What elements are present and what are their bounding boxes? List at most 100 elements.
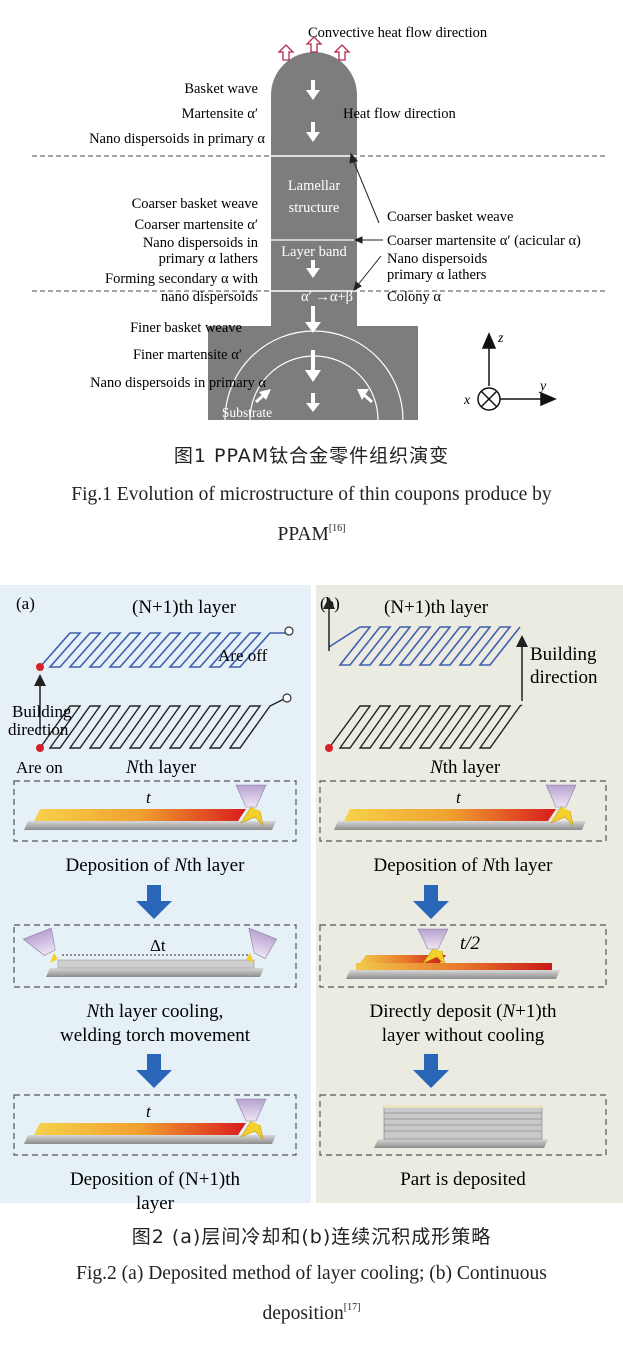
panel-b-step2-plate [346,970,560,979]
panel-b-building-1: Building [530,644,597,665]
panel-b-background [316,585,623,1203]
panel-a-building-2: direction [8,720,69,739]
panel-a-step1-bead [34,809,246,821]
panel-a-black-path [39,698,285,749]
panel-b-step2-text-2: layer without cooling [382,1025,545,1046]
panel-b-step2-torch-icon [417,928,449,966]
fig2-caption-deposition: deposition [262,1303,344,1324]
label-nano-mid-1: Nano dispersoids in [143,235,259,251]
panel-a-step2-text-1: Nth layer cooling, [86,1001,224,1022]
panel-b-step1-bead [344,809,556,821]
panel-a-step3-box [13,1094,297,1156]
label-coarser-basket: Coarser basket weave [132,196,258,212]
panel-b-step1-plate [334,821,586,830]
fig2-caption-en-line2: deposition[17] [0,1291,623,1331]
lamellar-label-2: structure [289,200,340,216]
panel-a-step3-plate [24,1135,276,1144]
fig1-caption-en-line2: PPAM[16] [0,512,623,552]
panel-a-black-start-dot [36,744,44,752]
label-finer-martensite: Finer martensite α′ [133,347,242,363]
fig1-caption-en-line1: Fig.1 Evolution of microstructure of thi… [71,484,552,505]
right-coarser-martensite: Coarser martensite α′ (acicular α) [387,233,581,249]
fig1-caption-cn: 图1 PPAM钛合金零件组织演变 [173,445,450,467]
panel-b-black-path [328,704,523,749]
label-forming-1: Forming secondary α with [105,271,259,287]
fig1-caption-ppam: PPAM [277,524,329,545]
panel-a-step3-t: t [146,1102,152,1121]
fig2-caption-cn: 图2 (a)层间冷却和(b)连续沉积成形策略 [131,1226,492,1248]
panel-a-step3-text-1: Deposition of (N+1)th [70,1169,241,1190]
panel-b-step2-t: t/2 [460,933,481,954]
panel-a-black-end-dot [282,693,292,703]
panel-a-step2-bead [57,959,255,969]
axis-z-label: z [497,331,504,346]
panel-a-step1-plate [24,821,276,830]
axis-y-label: y [538,379,547,394]
fig2-caption-ref: [17] [343,1302,361,1313]
panel-a-blue-start-dot [36,663,44,671]
panel-b-down-arrow-2-icon [413,1054,449,1088]
label-finer-basket: Finer basket weave [130,320,242,336]
panel-a-step2-box [13,924,297,988]
panel-b-step1-text: Deposition of Nth layer [374,855,554,876]
pointer-lines [349,152,383,292]
figure-2: (a) (N+1)th layer Are off Building direc… [0,585,623,1214]
panel-b-start-dot [325,744,333,752]
panel-b-nth-layer: Nth layer [429,757,501,778]
panel-b-step1-t: t [456,788,462,807]
panel-a-step1-t: t [146,788,152,807]
axes-icon [477,332,557,411]
layer-band-label: Layer band [281,244,347,260]
panel-a-step2-torch-left-icon [22,927,58,963]
convective-label: Convective heat flow direction [308,25,488,41]
panel-a-step1-box [13,780,297,842]
panel-a-step2-dt: Δt [150,936,166,955]
label-martensite: Martensite α′ [182,106,258,122]
panel-a-blue-path [39,632,286,668]
panel-a-step1-torch-icon [235,784,267,826]
panel-a-step1-text: Deposition of Nth layer [66,855,246,876]
panel-b-step2-text-1: Directly deposit (N+1)th [370,1001,557,1022]
fig1-caption-ref: [16] [328,523,346,534]
panel-a-arc-off: Are off [218,646,268,665]
panel-b-step3-box [319,1094,607,1156]
panel-b-top-layer: (N+1)th layer [384,597,489,618]
transformation-label: α′ →α+β [301,289,353,305]
heat-flow-label: Heat flow direction [343,106,456,122]
label-nano-bottom: Nano dispersoids in primary α [90,375,266,391]
panel-b-step1-torch-icon [545,784,577,826]
panel-a-arc-on: Are on [16,758,63,777]
label-coarser-martensite: Coarser martensite α′ [134,217,258,233]
panel-a-down-arrow-2-icon [136,1054,172,1088]
panel-a-top-layer: (N+1)th layer [132,597,237,618]
label-nano-mid-2: primary α lathers [159,251,259,267]
label-forming-2: nano dispersoids [161,289,258,305]
panel-a-building-1: Building [12,702,72,721]
panel-a-nth-layer: Nth layer [125,757,197,778]
heat-flow-arrow-icons [254,80,374,412]
panel-a-step3-bead [34,1123,246,1135]
substrate-label: Substrate [222,405,272,420]
label-basket-wave: Basket wave [184,81,258,97]
panel-a-step2-text-2: welding torch movement [60,1025,251,1046]
axis-x-label: x [463,393,471,408]
panel-b-stacked-part [374,1105,548,1148]
panel-a-blue-end-dot [284,626,294,636]
panel-a-label: (a) [16,594,35,613]
panel-b-building-2: direction [530,667,598,688]
label-nano-top: Nano dispersoids in primary α [89,131,265,147]
convective-arrow-icons [277,36,351,61]
panel-a-step3-torch-icon [235,1098,267,1140]
panel-b-label: (b) [320,594,340,613]
lamellar-label-1: Lamellar [288,178,341,194]
right-colony: Colony α [387,289,441,305]
panel-a-step2-torch-right-icon [246,927,278,963]
panel-b-step1-box [319,780,607,842]
panel-b-step3-text: Part is deposited [400,1169,526,1190]
panel-a-step3-text-2: layer [136,1193,175,1214]
coupon-wall [271,52,357,403]
right-coarser-basket: Coarser basket weave [387,209,513,225]
panel-b-step2-box [319,924,607,988]
panel-b-blue-path [328,626,521,666]
figure-1: Convective heat flow direction Heat flow… [32,25,605,421]
